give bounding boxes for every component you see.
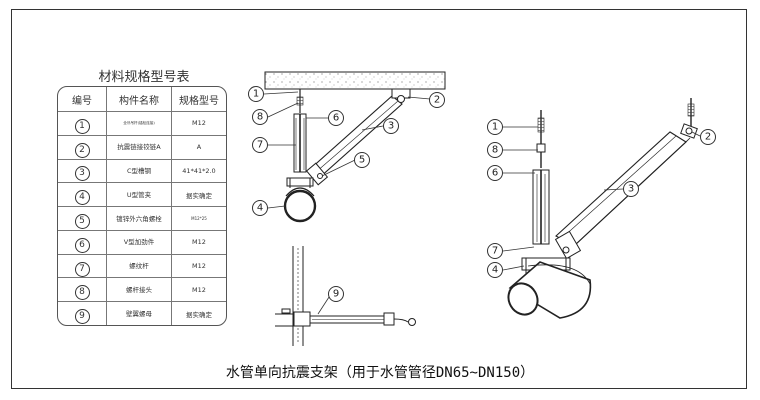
row-name: V型加劲件 [106, 229, 172, 255]
row-number: 2 [74, 142, 90, 158]
iso-callout-6: 6 [487, 165, 503, 181]
row-spec: M12 [171, 111, 226, 136]
concrete-ceiling [264, 71, 446, 90]
rod-coupler [296, 96, 304, 106]
u-clamp-top [286, 177, 314, 187]
row-spec: 据实确定 [171, 182, 226, 208]
callout-1: 1 [248, 86, 264, 102]
svg-text:6: 6 [492, 168, 498, 179]
svg-text:7: 7 [257, 140, 263, 151]
iso-callout-7: 7 [487, 243, 503, 259]
svg-text:9: 9 [333, 289, 339, 300]
iso-callout-4: 4 [487, 262, 503, 278]
svg-text:4: 4 [257, 203, 263, 214]
table-header-row: 编号 构件名称 规格型号 [58, 87, 226, 112]
front-view [264, 71, 446, 223]
callouts: 1 8 7 4 6 3 2 5 9 1 8 6 3 2 7 4 [248, 86, 716, 302]
svg-text:8: 8 [492, 145, 498, 156]
drawing-caption: 水管单向抗震支架（用于水管管径DN65~DN150） [225, 365, 535, 381]
svg-text:6: 6 [333, 113, 339, 124]
row-spec: A [171, 134, 226, 160]
callout-5: 5 [354, 152, 370, 168]
svg-text:8: 8 [257, 112, 263, 123]
iso-callout-8: 8 [487, 142, 503, 158]
callout-6: 6 [328, 110, 344, 126]
svg-text:5: 5 [359, 155, 365, 166]
leader-lines [263, 91, 701, 315]
row-number: 7 [74, 261, 90, 277]
table-row: 9 壁翼螺母 据实确定 [58, 301, 226, 325]
row-name: 壁翼螺母 [106, 301, 172, 325]
row-name: 螺纹杆 [106, 253, 172, 279]
svg-text:2: 2 [705, 132, 711, 143]
table-row: 6 V型加劲件 M12 [58, 229, 226, 255]
row-spec: 据实确定 [171, 301, 226, 325]
iso-callout-2: 2 [700, 129, 716, 145]
callout-9: 9 [328, 286, 344, 302]
table-row: 4 U型管夹 据实确定 [58, 182, 226, 208]
row-spec: M12*25 [171, 206, 226, 231]
drawing-frame [11, 9, 747, 389]
svg-text:7: 7 [492, 246, 498, 257]
row-name: C型槽钢 [106, 158, 172, 184]
iso-pipe [508, 261, 592, 319]
row-spec: 41*41*2.0 [171, 158, 226, 184]
iso-callout-3: 3 [623, 181, 639, 197]
svg-text:3: 3 [388, 121, 394, 132]
row-number: 9 [74, 309, 90, 325]
table-row: 8 螺杆接头 M12 [58, 277, 226, 303]
svg-text:2: 2 [434, 95, 440, 106]
svg-text:3: 3 [628, 184, 634, 195]
table-row: 5 镀锌外六角螺栓 M12*25 [58, 206, 226, 231]
header-name: 构件名称 [106, 87, 172, 112]
side-view [275, 246, 416, 346]
table-title: 材料规格型号表 [98, 70, 190, 85]
svg-text:1: 1 [492, 122, 498, 133]
row-spec: M12 [171, 277, 226, 303]
callout-2: 2 [429, 92, 445, 108]
pipe-section [283, 189, 317, 223]
svg-text:4: 4 [492, 265, 498, 276]
wing-nut [408, 318, 416, 326]
row-number: 6 [74, 237, 90, 253]
iso-callout-1: 1 [487, 119, 503, 135]
row-number: 5 [74, 214, 90, 230]
svg-text:1: 1 [253, 89, 259, 100]
row-name: U型管夹 [106, 182, 172, 208]
callout-8: 8 [252, 109, 268, 125]
row-number: 4 [74, 190, 90, 206]
wall-bracket [293, 311, 311, 327]
row-spec: M12 [171, 229, 226, 255]
row-number: 3 [74, 166, 90, 182]
row-number: 8 [74, 285, 90, 301]
row-spec: M12 [171, 253, 226, 279]
table-row: 7 螺纹杆 M12 [58, 253, 226, 279]
callout-4: 4 [252, 200, 268, 216]
isometric-view [507, 98, 698, 319]
callout-7: 7 [252, 137, 268, 153]
row-number: 1 [74, 118, 90, 134]
callout-3: 3 [383, 118, 399, 134]
spec-table: 编号 构件名称 规格型号 1 全牙吊杆(锚栓连接) M12 2 抗震链接铰链A … [57, 86, 227, 326]
